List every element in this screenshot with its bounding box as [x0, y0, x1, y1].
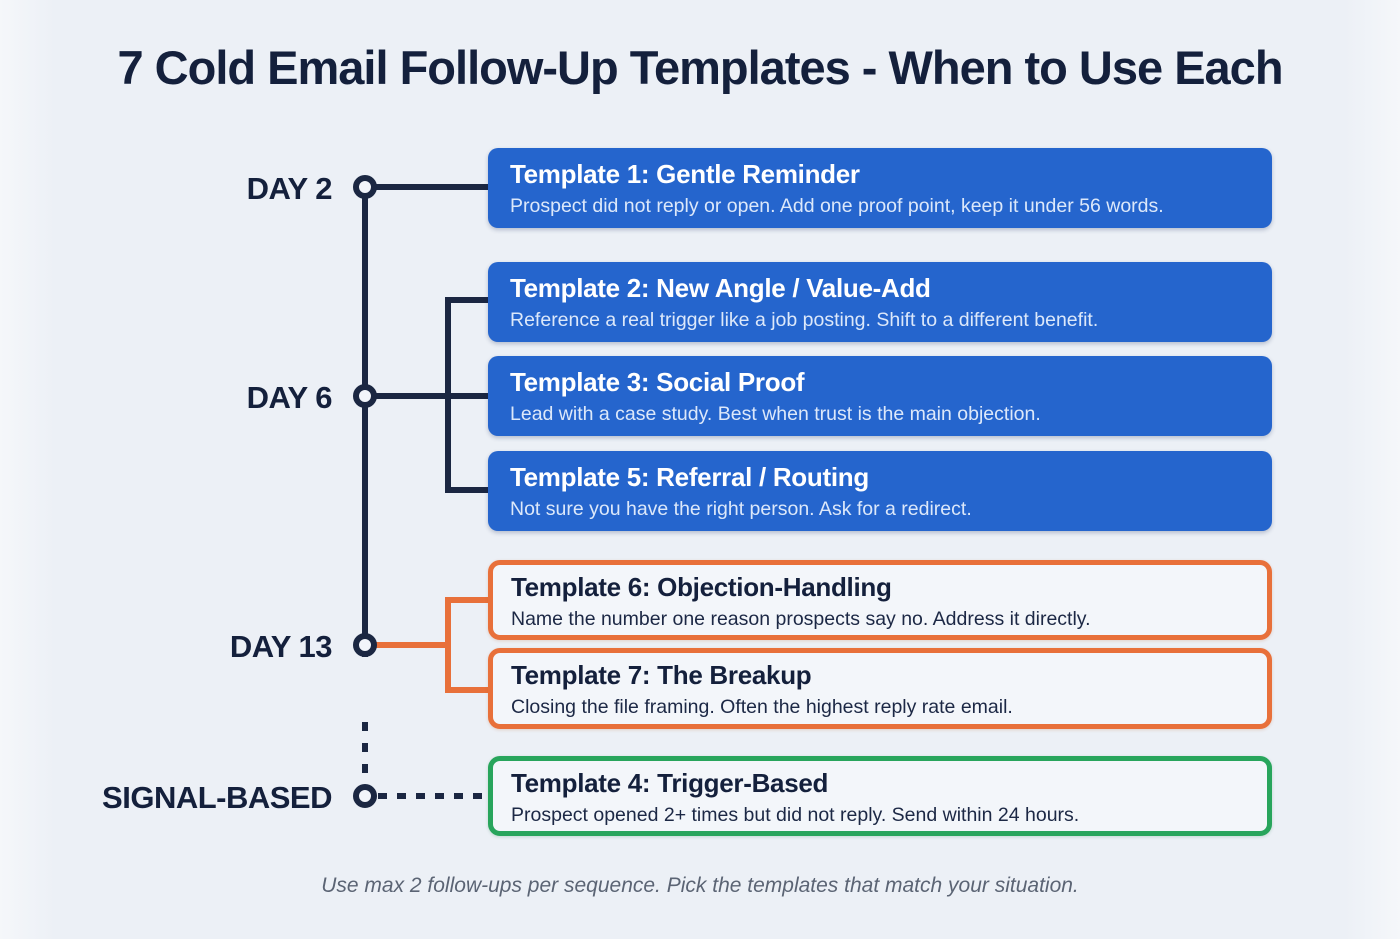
timeline-label-day-6: DAY 6 [246, 380, 333, 415]
connector-day6-branch [445, 297, 451, 493]
timeline-spine [362, 187, 368, 657]
connector-day13-template6 [445, 597, 496, 603]
connector-day6-template2 [445, 297, 496, 303]
connector-signal-template4 [378, 793, 496, 799]
timeline-label-day-13: DAY 13 [229, 629, 333, 664]
card-template-5: Template 5: Referral / Routing Not sure … [488, 451, 1272, 531]
timeline-node-day6 [353, 384, 377, 408]
card-template-7-title: Template 7: The Breakup [511, 660, 812, 690]
card-template-2-title: Template 2: New Angle / Value-Add [510, 273, 931, 303]
footer-note: Use max 2 follow-ups per sequence. Pick … [321, 874, 1079, 897]
card-template-6-description: Name the number one reason prospects say… [511, 608, 1091, 631]
card-template-3-description: Lead with a case study. Best when trust … [510, 403, 1041, 426]
card-template-7: Template 7: The Breakup Closing the file… [488, 648, 1272, 729]
card-template-5-description: Not sure you have the right person. Ask … [510, 498, 972, 521]
connector-day13-stem [372, 642, 451, 648]
card-template-4: Template 4: Trigger-Based Prospect opene… [488, 756, 1272, 836]
timeline-label-signal-based: SIGNAL-BASED [102, 780, 332, 815]
connector-day2-template1 [372, 184, 496, 190]
timeline-node-day2 [353, 175, 377, 199]
connector-day13-branch [445, 597, 451, 693]
card-template-4-title: Template 4: Trigger-Based [511, 768, 829, 798]
card-template-1-title: Template 1: Gentle Reminder [510, 159, 860, 189]
card-template-6-title: Template 6: Objection-Handling [511, 572, 892, 602]
connector-day6-template5 [445, 487, 496, 493]
timeline-node-day13 [353, 633, 377, 657]
card-template-1: Template 1: Gentle Reminder Prospect did… [488, 148, 1272, 228]
timeline-label-day-2: DAY 2 [246, 171, 333, 206]
card-template-3-title: Template 3: Social Proof [510, 367, 805, 397]
page-title: 7 Cold Email Follow-Up Templates - When … [117, 41, 1283, 94]
card-template-5-title: Template 5: Referral / Routing [510, 462, 869, 492]
card-template-3: Template 3: Social Proof Lead with a cas… [488, 356, 1272, 436]
connector-day6-template3 [372, 393, 496, 399]
card-template-6: Template 6: Objection-Handling Name the … [488, 560, 1272, 640]
timeline-spine-dashed [362, 722, 368, 784]
card-template-7-description: Closing the file framing. Often the high… [511, 696, 1013, 719]
card-template-4-description: Prospect opened 2+ times but did not rep… [511, 804, 1080, 827]
card-template-2-description: Reference a real trigger like a job post… [510, 309, 1099, 332]
timeline-node-signal [353, 784, 377, 808]
connector-day13-template7 [445, 687, 496, 693]
card-template-1-description: Prospect did not reply or open. Add one … [510, 195, 1164, 218]
card-template-2: Template 2: New Angle / Value-Add Refere… [488, 262, 1272, 342]
